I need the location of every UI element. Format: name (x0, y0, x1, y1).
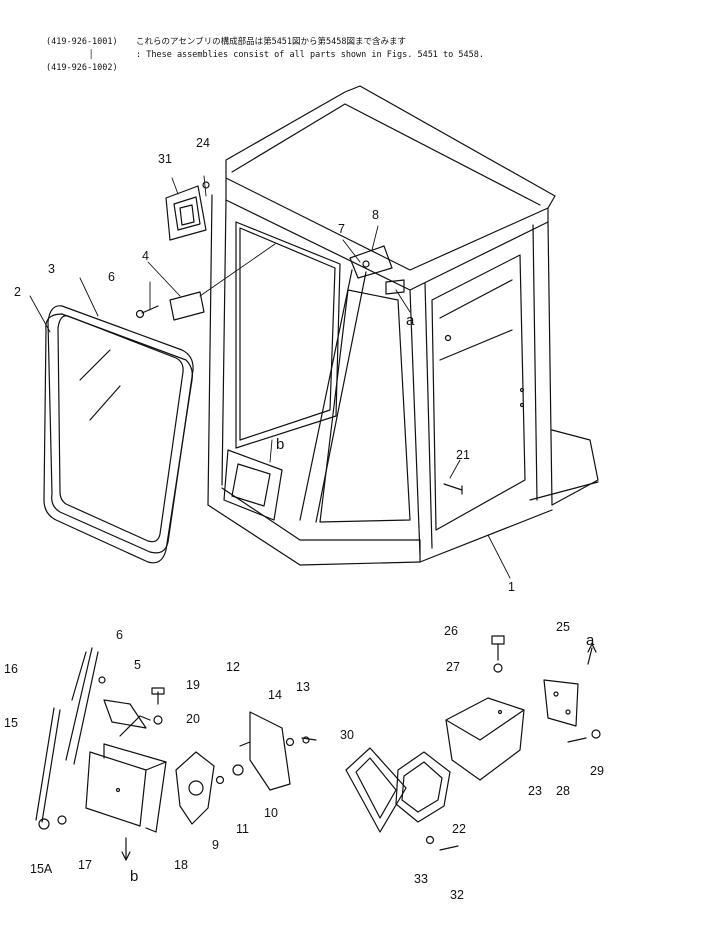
callout-7: 7 (338, 222, 345, 236)
note-jp: これらのアセンブリの構成部品は第5451図から第5458図まで含みます (136, 37, 407, 47)
callout-11: 11 (236, 822, 249, 836)
note-en: : These assemblies consist of all parts … (136, 50, 484, 60)
callout-18: 18 (174, 858, 188, 872)
callout-24: 24 (196, 136, 210, 150)
callout-27: 27 (446, 660, 460, 674)
callout-8: 8 (372, 208, 379, 222)
header-note: (419-926-1001) これらのアセンブリの構成部品は第5451図から第54… (46, 36, 484, 75)
part-range-separator: │ (88, 50, 94, 60)
callout-30: 30 (340, 728, 354, 742)
callout-6-bottom: 6 (116, 628, 123, 642)
bolt-plate (135, 291, 205, 321)
ref-a-bracket: a (586, 632, 595, 649)
window-glass (43, 305, 194, 564)
callout-29: 29 (590, 764, 604, 778)
leader-lines (29, 175, 511, 579)
wiper-mount-cab (223, 449, 283, 521)
callout-20: 20 (186, 712, 200, 726)
callout-10: 10 (264, 806, 278, 820)
callout-25: 25 (556, 620, 570, 634)
callout-14: 14 (268, 688, 282, 702)
callout-9: 9 (212, 838, 219, 852)
cab-body (207, 85, 599, 566)
callout-17: 17 (78, 858, 92, 872)
ref-a-cab: a (406, 312, 415, 329)
callout-1: 1 (508, 580, 515, 594)
callout-12: 12 (226, 660, 240, 674)
ref-b-cab: b (276, 436, 285, 453)
callout-33: 33 (414, 872, 428, 886)
callout-28: 28 (556, 784, 570, 798)
callout-26: 26 (444, 624, 458, 638)
callout-16: 16 (4, 662, 18, 676)
callout-13: 13 (296, 680, 310, 694)
callout-4: 4 (142, 249, 149, 263)
part-number-from: (419-926-1001) (46, 37, 118, 47)
part-number-to: (419-926-1002) (46, 63, 118, 73)
ref-b-wiper: b (130, 868, 139, 885)
callout-5: 5 (134, 658, 141, 672)
roof-latch (349, 245, 405, 295)
lamp-assembly (345, 635, 601, 851)
callout-3: 3 (48, 262, 55, 276)
callout-22: 22 (452, 822, 466, 836)
callout-15a: 15A (30, 862, 53, 876)
callout-6-top: 6 (108, 270, 115, 284)
roof-lamp (165, 181, 210, 241)
callout-19: 19 (186, 678, 200, 692)
callout-2: 2 (14, 285, 21, 299)
wiper-assembly (35, 647, 317, 861)
callout-23: 23 (528, 784, 542, 798)
callout-32: 32 (450, 888, 464, 902)
callout-31: 31 (158, 152, 172, 166)
bolt-21 (443, 483, 463, 495)
callout-15: 15 (4, 716, 18, 730)
callout-21: 21 (456, 448, 470, 462)
